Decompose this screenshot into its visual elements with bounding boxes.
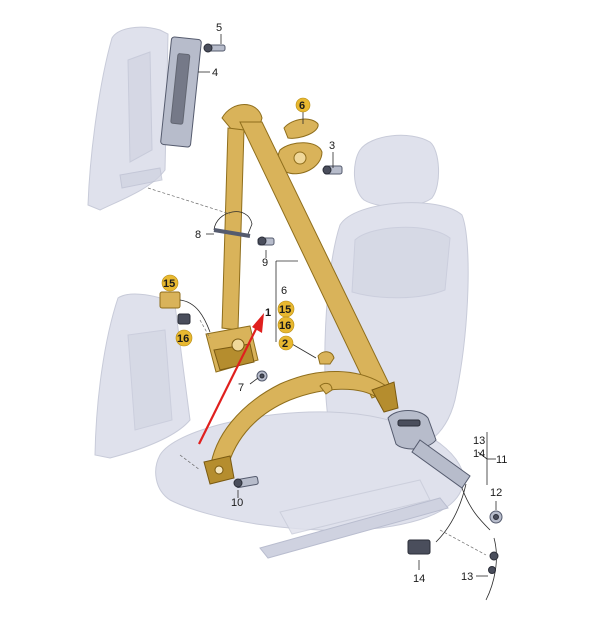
callout-3: 3: [329, 140, 335, 152]
belt-guide-cover: [277, 118, 323, 175]
svg-text:16: 16: [279, 320, 291, 332]
callout-7: 7: [238, 382, 244, 394]
red-assembly-arrow: [198, 313, 264, 445]
bolt-12: [489, 510, 503, 524]
height-adjuster: [160, 36, 202, 148]
callout-4: 4: [212, 67, 218, 79]
callout-15-connector: 15: [161, 274, 179, 292]
callout-14-connector: 14: [413, 573, 425, 585]
bolt-10: [233, 475, 259, 489]
svg-text:2: 2: [282, 338, 288, 350]
callout-13-buckle: 13: [473, 435, 485, 447]
callout-14-buckle: 14: [473, 448, 485, 460]
callout-1: 1: [265, 307, 271, 319]
svg-text:15: 15: [279, 304, 291, 316]
dashed-assembly-lines: [147, 187, 487, 556]
svg-text:8: 8: [195, 229, 201, 241]
svg-text:15: 15: [163, 278, 175, 290]
svg-text:14: 14: [413, 573, 425, 585]
svg-text:13: 13: [461, 571, 473, 583]
callout-16-retractor: 16: [277, 316, 295, 334]
callout-8: 8: [195, 229, 201, 241]
svg-text:7: 7: [238, 382, 244, 394]
callout-13-cable: 13: [461, 571, 473, 583]
leader-lines: [198, 34, 497, 577]
anchor-cap-2: [317, 351, 335, 395]
callout-9: 9: [262, 257, 268, 269]
svg-text:6: 6: [281, 285, 287, 297]
bolt-7: [256, 370, 268, 382]
callout-15-retractor: 15: [277, 300, 295, 318]
svg-text:14: 14: [473, 448, 485, 460]
seat-belt-buckle: [387, 410, 491, 543]
belt-retractor: [205, 325, 259, 373]
svg-text:10: 10: [231, 497, 243, 509]
callout-6-label: 6: [281, 285, 287, 297]
svg-text:16: 16: [177, 333, 189, 345]
cable-13: [485, 537, 499, 601]
svg-text:1: 1: [265, 307, 271, 319]
callout-10: 10: [231, 497, 243, 509]
connector-15: [159, 291, 211, 333]
svg-text:6: 6: [299, 100, 305, 112]
svg-text:9: 9: [262, 257, 268, 269]
b-pillar-lower-trim: [94, 293, 191, 459]
belt-guide-loop: [213, 211, 253, 238]
svg-text:11: 11: [496, 454, 507, 466]
bolt-5: [203, 43, 226, 53]
svg-text:4: 4: [212, 67, 218, 79]
b-pillar-upper-trim: [87, 26, 169, 211]
bolt-3: [322, 165, 343, 175]
svg-text:12: 12: [490, 487, 502, 499]
svg-text:5: 5: [216, 22, 222, 34]
connector-16: [177, 313, 191, 325]
belt-webbing: [203, 104, 399, 485]
callout-12: 12: [490, 487, 502, 499]
callout-16-connector: 16: [175, 329, 193, 347]
callout-2: 2: [278, 335, 294, 351]
svg-text:13: 13: [473, 435, 485, 447]
callout-labels: 5 4 6 3 8 9 15 16 6 1 15 16 2 7 10 13 14…: [161, 22, 507, 585]
callout-11: 11: [496, 454, 507, 466]
connector-14: [407, 539, 431, 555]
svg-text:3: 3: [329, 140, 335, 152]
callout-6-guide: 6: [295, 97, 311, 113]
callout-5: 5: [216, 22, 222, 34]
seat-ghost: [155, 134, 469, 559]
bolt-9: [257, 236, 275, 246]
